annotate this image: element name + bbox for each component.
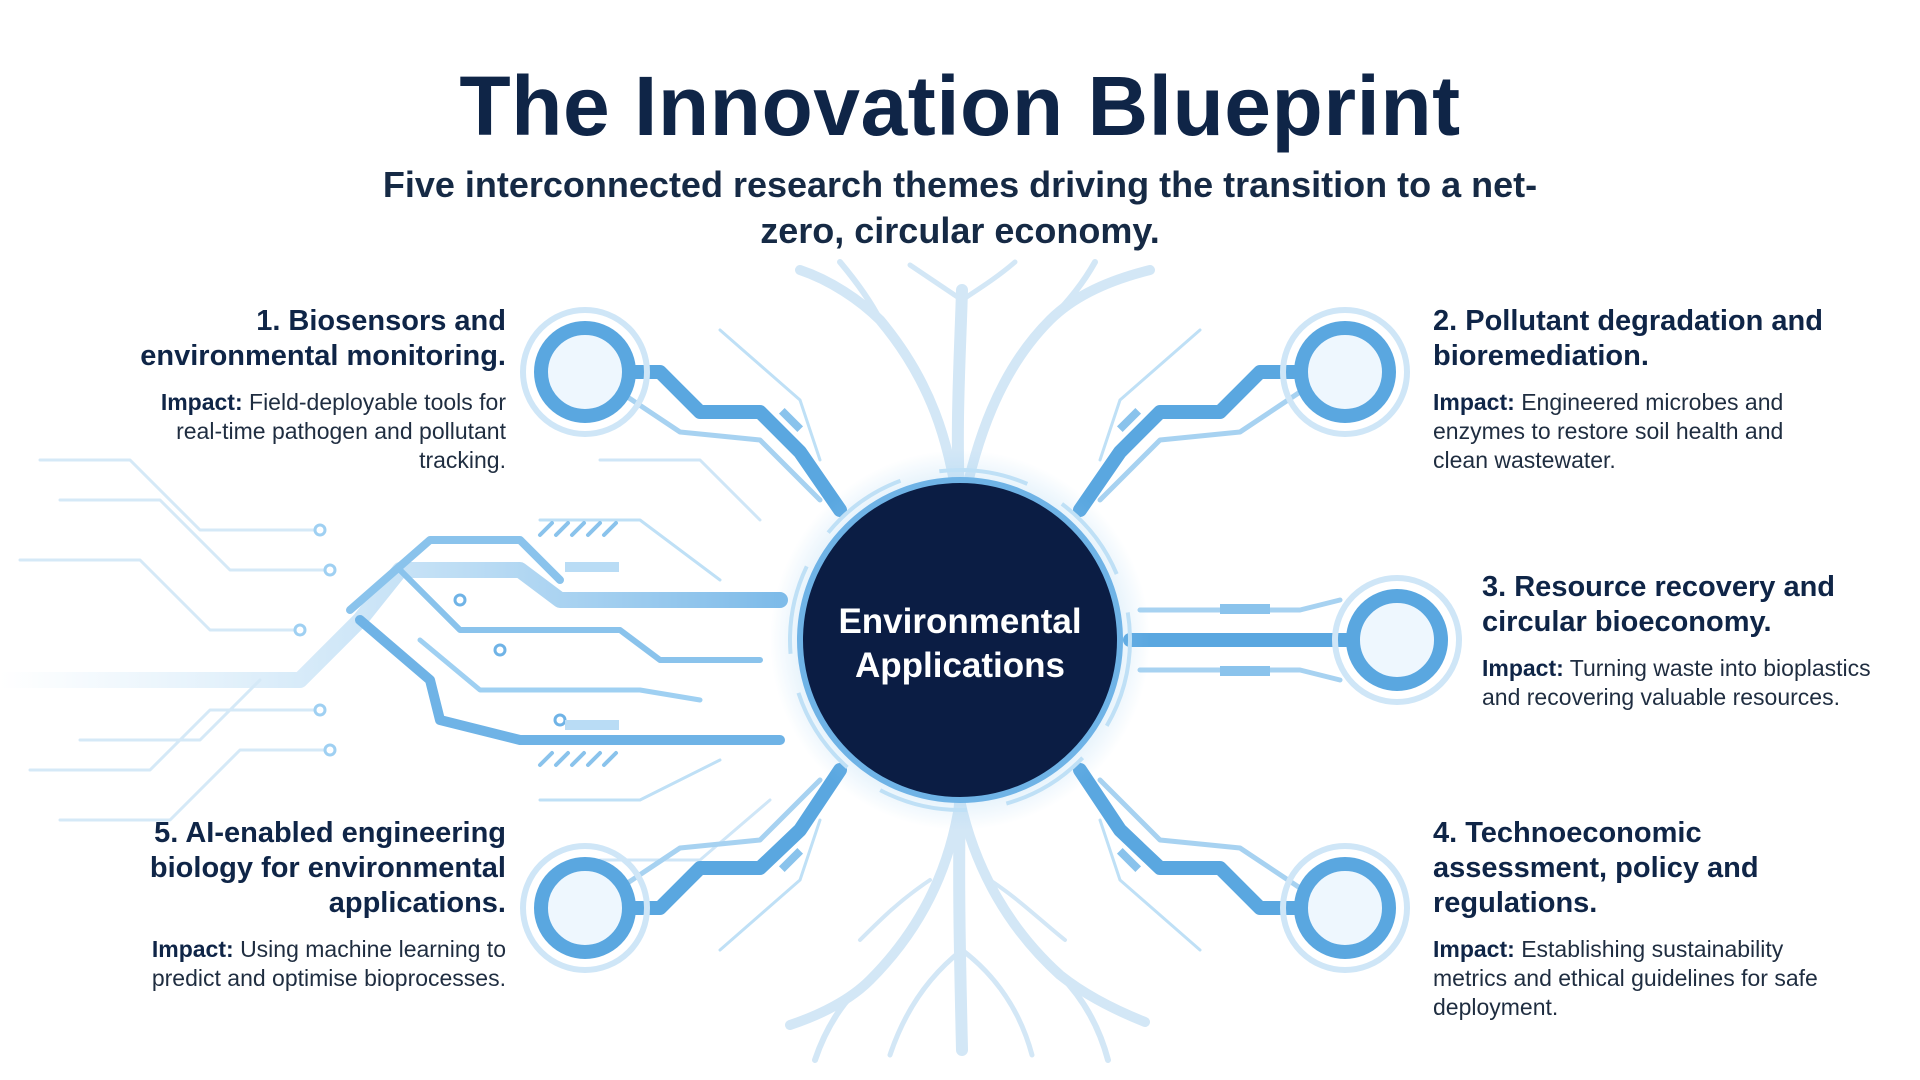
theme-impact: Impact: Engineered microbes and enzymes … (1433, 388, 1833, 475)
theme-ai-engineering: 5. AI-enabled engineering biology for en… (100, 816, 506, 993)
impact-text: Establishing sustainability metrics and … (1433, 936, 1818, 1020)
impact-text: Field-deployable tools for real-time pat… (176, 389, 506, 473)
theme-title: 5. AI-enabled engineering biology for en… (149, 817, 506, 919)
theme-technoeconomic: 4. Technoeconomic assessment, policy and… (1433, 816, 1833, 1022)
node-1 (520, 307, 650, 437)
theme-impact: Impact: Turning waste into bioplastics a… (1482, 654, 1872, 712)
page-subtitle: Five interconnected research themes driv… (382, 164, 1538, 251)
impact-label: Impact: (1433, 936, 1515, 962)
theme-nodes (520, 307, 1462, 973)
impact-label: Impact: (1482, 655, 1564, 681)
node-5 (520, 843, 650, 973)
impact-text: Engineered microbes and enzymes to resto… (1433, 389, 1784, 473)
left-circuit-network (0, 458, 788, 862)
theme-bioremediation: 2. Pollutant degradation and bioremediat… (1433, 304, 1833, 475)
page-title: The Innovation Blueprint (459, 59, 1461, 153)
theme-impact: Impact: Field-deployable tools for real-… (120, 388, 506, 475)
theme-biosensors: 1. Biosensors and environmental monitori… (120, 304, 506, 475)
node-3 (1332, 575, 1462, 705)
branch-arms (573, 328, 1397, 952)
theme-title: 4. Technoeconomic assessment, policy and… (1433, 817, 1759, 919)
impact-text: Using machine learning to predict and op… (151, 936, 506, 991)
theme-title: 2. Pollutant degradation and bioremediat… (1433, 305, 1823, 372)
theme-impact: Impact: Using machine learning to predic… (100, 935, 506, 993)
impact-label: Impact: (151, 936, 234, 962)
impact-label: Impact: (160, 389, 243, 415)
node-4 (1280, 843, 1410, 973)
hub (770, 450, 1150, 830)
theme-resource-recovery: 3. Resource recovery and circular bioeco… (1482, 570, 1872, 712)
hub-label: Environmental Applications (838, 602, 1082, 685)
impact-text: Turning waste into bioplastics and recov… (1482, 655, 1871, 710)
impact-label: Impact: (1433, 389, 1515, 415)
theme-title: 3. Resource recovery and circular bioeco… (1482, 571, 1836, 638)
theme-title: 1. Biosensors and environmental monitori… (140, 305, 506, 372)
node-2 (1280, 307, 1410, 437)
theme-impact: Impact: Establishing sustainability metr… (1433, 935, 1833, 1022)
